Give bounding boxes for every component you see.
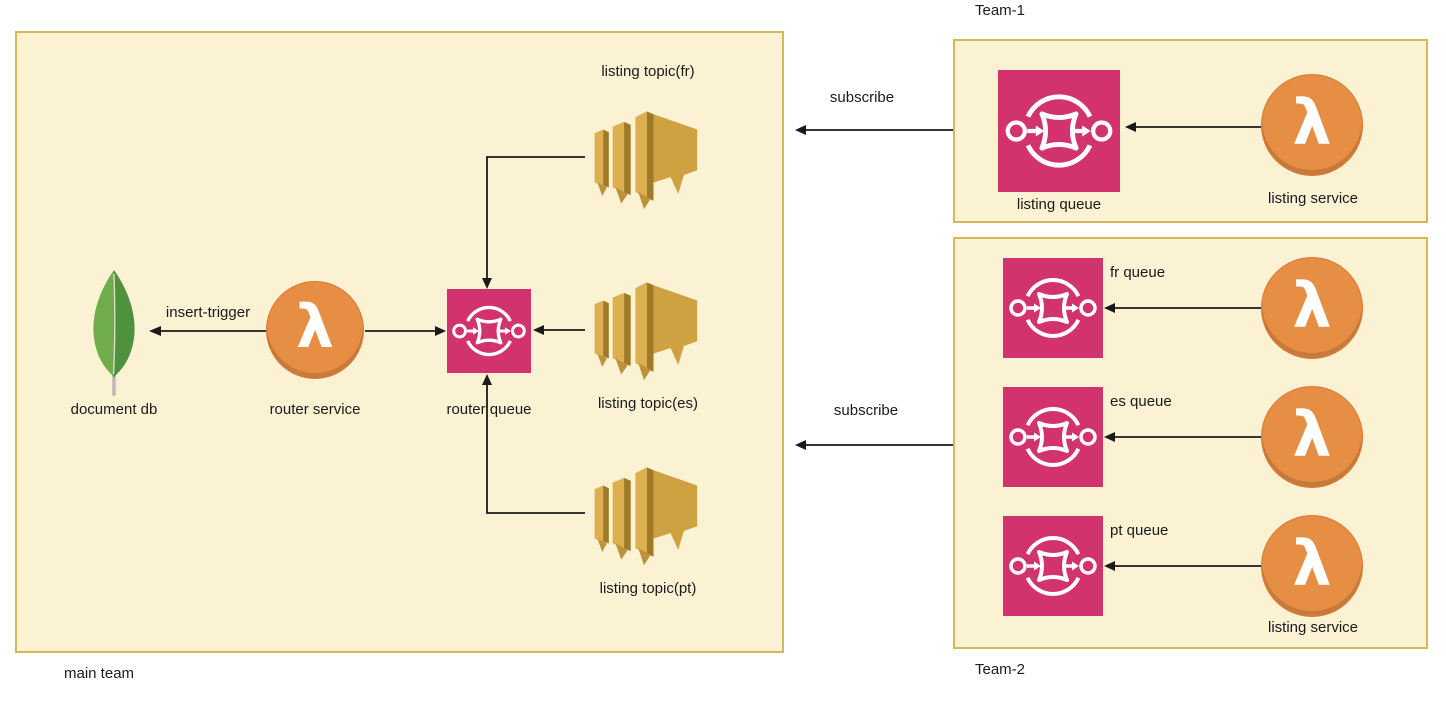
edge-subscribe-team1 xyxy=(795,125,953,135)
node-label-topic-es: listing topic(es) xyxy=(597,395,699,412)
sqs-queue-icon xyxy=(998,70,1120,192)
lambda-icon: λ xyxy=(1261,386,1363,488)
node-label-listing-service-team2: listing service xyxy=(1267,619,1359,636)
node-label-topic-pt: listing topic(pt) xyxy=(599,580,697,597)
group-label-team-1: Team-1 xyxy=(975,2,1026,19)
node-label-listing-service-team1: listing service xyxy=(1267,190,1359,207)
edge-label-subscribe-team2: subscribe xyxy=(833,402,899,419)
node-label-listing-queue: listing queue xyxy=(1016,196,1102,213)
edge-subscribe-team2 xyxy=(795,440,953,450)
lambda-icon: λ xyxy=(1261,74,1363,176)
node-label-es-queue: es queue xyxy=(1110,393,1172,410)
node-label-router-service: router service xyxy=(269,401,361,418)
sqs-queue-icon xyxy=(1003,258,1103,358)
mongodb-leaf-icon xyxy=(84,266,144,398)
sqs-queue-icon xyxy=(1003,516,1103,616)
node-label-pt-queue: pt queue xyxy=(1110,522,1169,539)
lambda-icon: λ xyxy=(266,281,364,379)
lambda-icon: λ xyxy=(1261,257,1363,359)
sns-topic-icon xyxy=(585,456,703,570)
node-label-document-db: document db xyxy=(70,401,158,418)
node-label-fr-queue: fr queue xyxy=(1110,264,1166,281)
sns-topic-icon xyxy=(585,271,703,385)
group-label-main-team: main team xyxy=(64,665,135,682)
group-label-team-2: Team-2 xyxy=(975,661,1026,678)
node-label-router-queue: router queue xyxy=(446,401,532,418)
sqs-queue-icon xyxy=(447,289,531,373)
edge-label-subscribe-team1: subscribe xyxy=(829,89,895,106)
edge-label-insert-trigger: insert-trigger xyxy=(165,304,251,321)
lambda-icon: λ xyxy=(1261,515,1363,617)
sns-topic-icon xyxy=(585,100,703,214)
sqs-queue-icon xyxy=(1003,387,1103,487)
node-label-topic-fr: listing topic(fr) xyxy=(601,63,695,80)
